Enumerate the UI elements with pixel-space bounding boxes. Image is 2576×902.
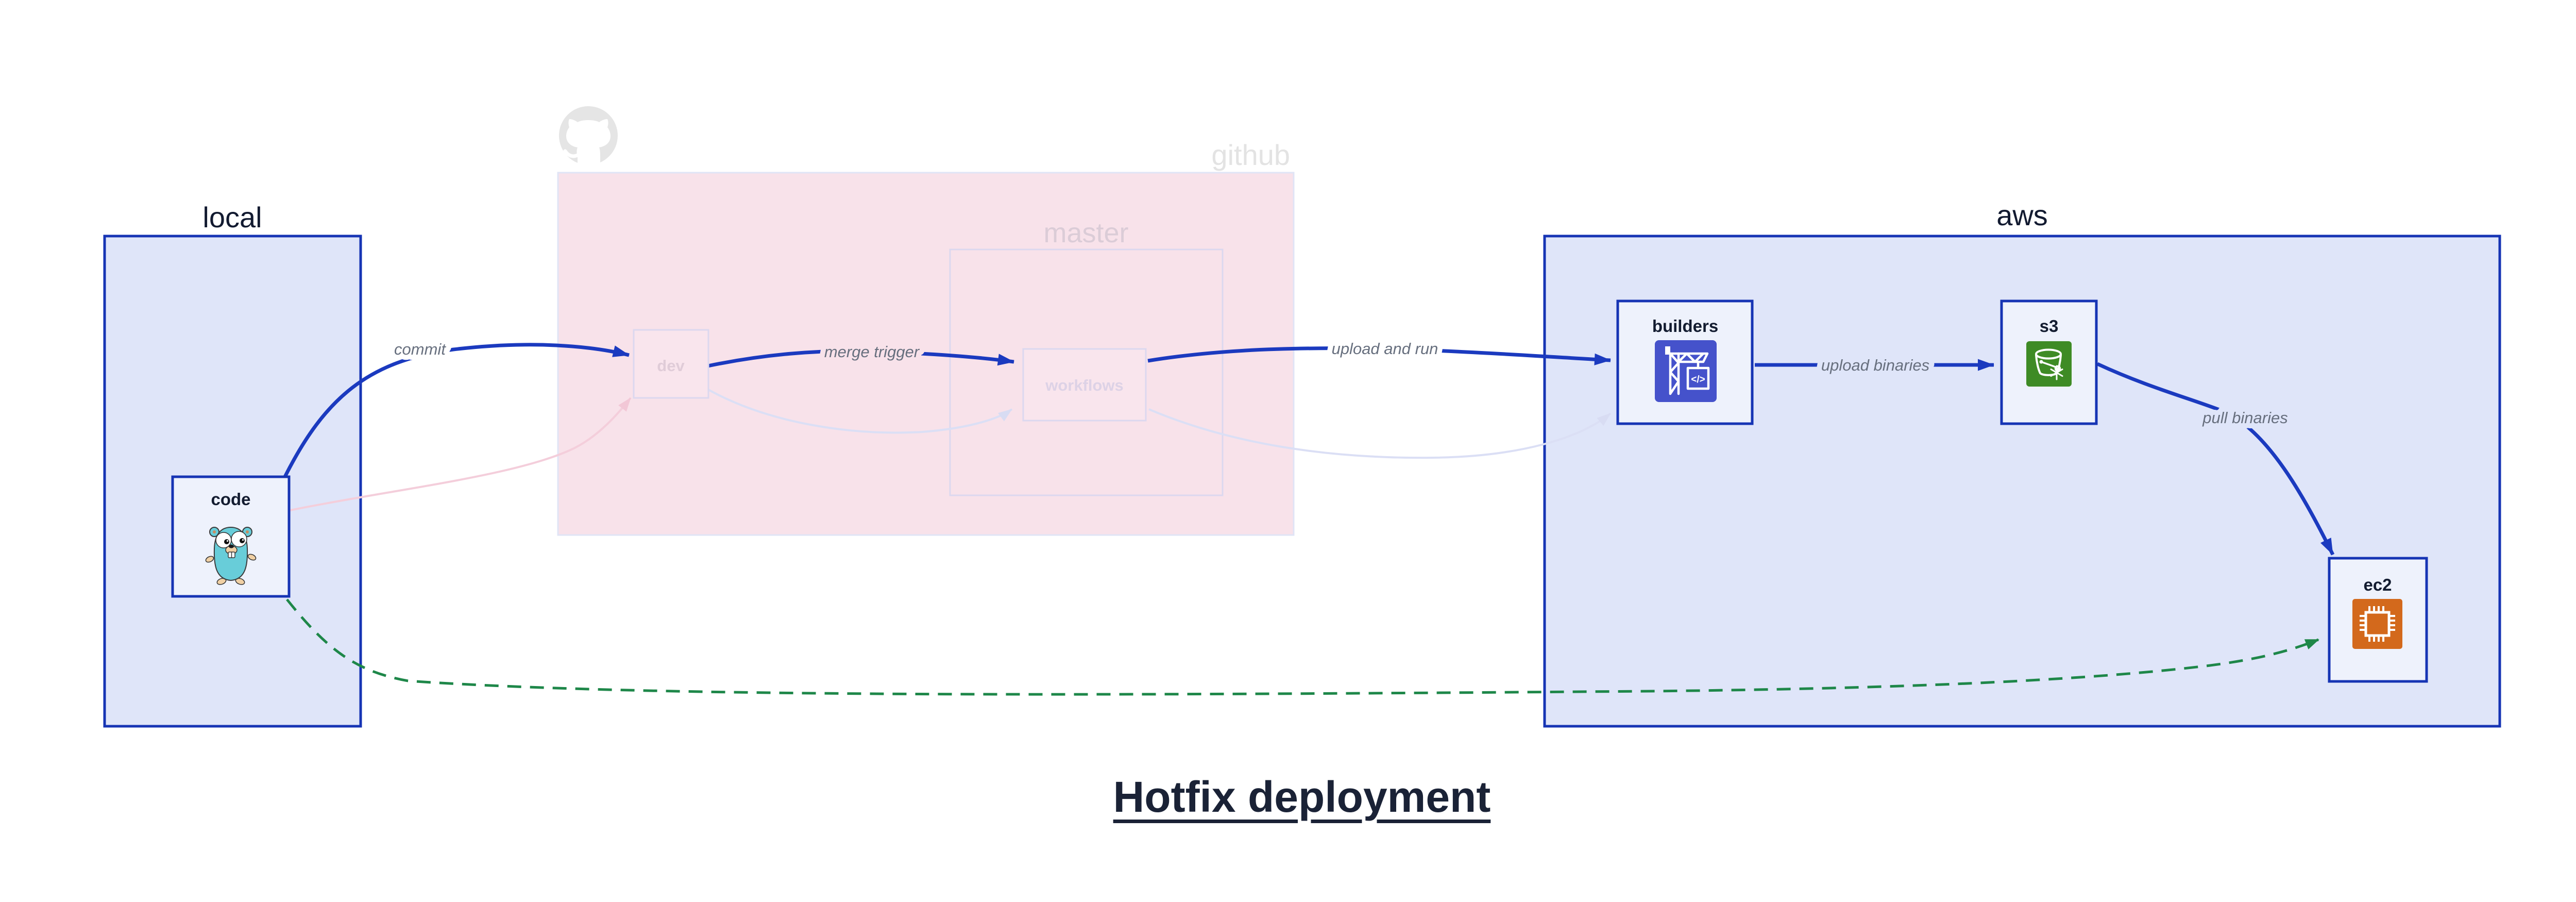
- node-dev-label: dev: [657, 357, 685, 375]
- edge-upload-and-run-label: upload and run: [1332, 340, 1438, 358]
- go-gopher-icon: [205, 526, 257, 585]
- node-s3-label: s3: [2040, 316, 2059, 336]
- cluster-local-label: local: [202, 201, 262, 233]
- edge-pull-binaries-label: pull binaries: [2202, 409, 2287, 427]
- edge-upload-and-run: [1147, 346, 1611, 365]
- cluster-local: local: [103, 201, 362, 728]
- edge-ghost-dev-to-workflows: [708, 389, 1013, 434]
- node-workflows: workflows: [1022, 348, 1147, 422]
- cluster-github: github: [557, 106, 1295, 536]
- cluster-master: master: [949, 218, 1224, 496]
- edge-commit-label: commit: [394, 340, 446, 358]
- aws-ec2-icon: [2352, 599, 2402, 649]
- node-dev: dev: [633, 329, 709, 399]
- edge-hotfix-code-to-ec2: [286, 598, 2319, 696]
- cluster-aws-label: aws: [1996, 199, 2048, 231]
- node-workflows-label: workflows: [1045, 376, 1124, 394]
- diagram-title: Hotfix deployment: [1113, 773, 1491, 821]
- node-builders: builders </>: [1616, 299, 1754, 425]
- edge-commit: [283, 343, 630, 478]
- edge-merge-trigger-label: merge trigger: [824, 343, 920, 361]
- edge-ghost-workflows-to-builders: [1148, 408, 1612, 459]
- cluster-github-label: github: [1211, 139, 1290, 171]
- edge-upload-binaries-label: upload binaries: [1821, 356, 1929, 374]
- aws-s3-glacier-icon: [2026, 341, 2072, 387]
- node-s3: s3: [2000, 299, 2098, 425]
- aws-codebuild-icon: </>: [1655, 340, 1717, 402]
- node-ec2: ec2: [2328, 557, 2428, 683]
- github-octocat-icon: [559, 106, 618, 167]
- node-code: code: [171, 475, 291, 598]
- edge-merge-trigger: [707, 349, 1014, 368]
- svg-text:</>: </>: [1691, 374, 1705, 385]
- edge-pull-binaries: [2096, 362, 2335, 556]
- cluster-master-label: master: [1043, 218, 1128, 248]
- node-builders-label: builders: [1652, 316, 1718, 336]
- node-code-label: code: [211, 490, 250, 509]
- edge-ghost-code-to-dev: [290, 397, 632, 511]
- node-ec2-label: ec2: [2363, 575, 2392, 594]
